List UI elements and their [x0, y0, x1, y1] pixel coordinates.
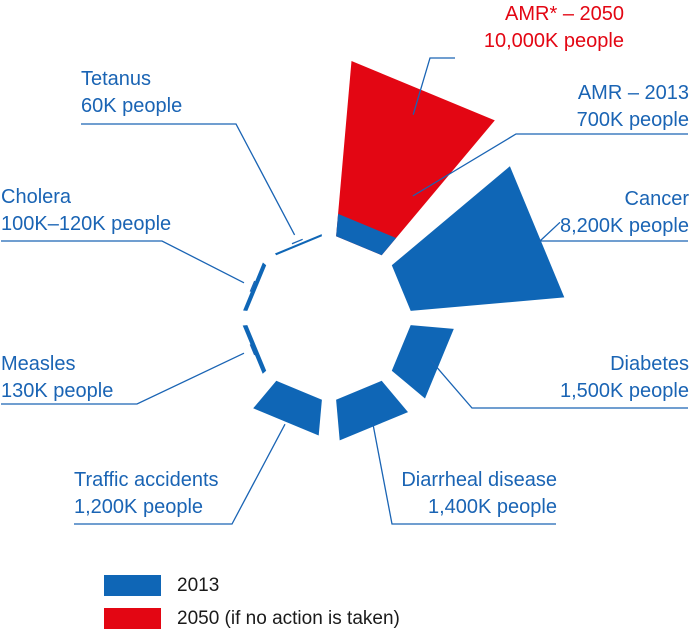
label-amr-2050: AMR* – 2050 10,000K people — [484, 1, 624, 55]
label-diarrheal-value: 1,400K people — [427, 496, 557, 518]
label-amr-2013-value: 700K people — [576, 109, 689, 131]
wedge-tetanus-2013 — [274, 234, 322, 256]
wedge-cholera-2013 — [243, 262, 267, 311]
label-traffic-accidents: Traffic accidents 1,200K people — [74, 467, 219, 521]
label-diarrheal-disease: Diarrheal disease 1,400K people — [401, 467, 557, 521]
label-traffic-value: 1,200K people — [74, 496, 204, 518]
label-cancer: Cancer 8,200K people — [560, 186, 689, 240]
label-cholera-value: 100K–120K people — [1, 213, 172, 235]
leader-tetanus — [81, 123, 296, 236]
legend-swatch-2013 — [104, 575, 161, 596]
leader-cancer — [538, 221, 688, 242]
label-tetanus-value: 60K people — [81, 95, 183, 117]
wedge-amr-2050 — [336, 61, 495, 256]
tick-cholera — [249, 280, 256, 292]
label-diabetes-value: 1,500K people — [559, 380, 689, 402]
wedge-cancer-2013 — [391, 166, 565, 311]
wedge-amr-2013 — [336, 213, 397, 256]
label-amr-2013-name: AMR – 2013 — [577, 82, 689, 104]
legend-label-2050: 2050 (if no action is taken) — [177, 608, 400, 629]
label-measles-value: 130K people — [1, 380, 114, 402]
leader-cholera — [1, 240, 245, 284]
label-cancer-name: Cancer — [624, 188, 689, 210]
leader-diabetes — [430, 359, 688, 409]
label-amr-2050-value: 10,000K people — [483, 30, 624, 52]
label-tetanus: Tetanus 60K people — [81, 66, 182, 120]
leader-amr-2050 — [412, 57, 455, 115]
leader-measles — [1, 352, 245, 405]
tick-measles — [249, 344, 256, 356]
label-tetanus-name: Tetanus — [81, 68, 152, 90]
leader-amr-2013 — [412, 133, 688, 197]
label-cancer-value: 8,200K people — [559, 215, 689, 237]
label-measles-name: Measles — [1, 353, 76, 375]
leader-traffic — [74, 423, 286, 525]
tick-tetanus — [291, 238, 303, 245]
wedge-diarrheal-2013 — [336, 380, 408, 441]
legend-label-2013: 2013 — [177, 575, 220, 596]
wedge-measles-2013 — [242, 325, 267, 374]
label-diabetes: Diabetes 1,500K people — [560, 351, 689, 405]
wedge-traffic-2013 — [253, 380, 322, 436]
label-diabetes-name: Diabetes — [610, 353, 689, 375]
label-cholera: Cholera 100K–120K people — [1, 184, 171, 238]
label-amr-2013: AMR – 2013 700K people — [577, 80, 689, 134]
legend-swatch-2050 — [104, 608, 161, 629]
leader-diarrheal — [372, 424, 556, 525]
label-diarrheal-name: Diarrheal disease — [401, 469, 557, 491]
label-cholera-name: Cholera — [1, 186, 72, 208]
label-traffic-name: Traffic accidents — [74, 469, 219, 491]
wedge-diabetes-2013 — [391, 325, 454, 399]
label-amr-2050-name: AMR* – 2050 — [505, 3, 624, 25]
label-measles: Measles 130K people — [1, 351, 113, 405]
